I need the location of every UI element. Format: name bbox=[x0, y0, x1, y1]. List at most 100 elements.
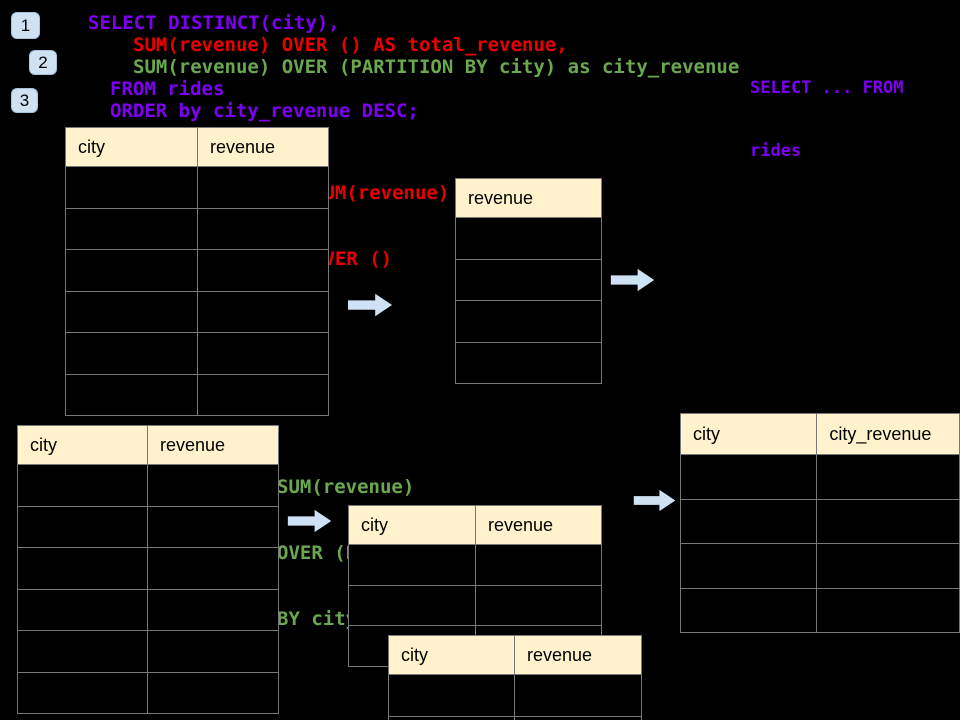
table-cell bbox=[514, 715, 642, 720]
column-header-city: city bbox=[17, 425, 148, 465]
table-row bbox=[17, 671, 279, 714]
table-cell bbox=[17, 505, 148, 548]
table-row bbox=[679, 543, 960, 589]
step-badge-3: 3 bbox=[11, 88, 38, 113]
table-cell bbox=[17, 630, 148, 673]
table-row bbox=[679, 454, 960, 500]
table-cell bbox=[65, 166, 198, 209]
table-header-row: city city_revenue bbox=[679, 413, 960, 455]
column-header-city: city bbox=[65, 127, 198, 167]
sql-line-from: FROM rides bbox=[110, 78, 225, 100]
table-cell bbox=[197, 373, 329, 416]
table-row bbox=[65, 332, 329, 375]
table-row bbox=[17, 588, 279, 631]
table-cell bbox=[455, 341, 602, 384]
table-header-row: city revenue bbox=[388, 635, 642, 675]
table-cell bbox=[348, 544, 476, 586]
arrow-right-icon bbox=[348, 293, 393, 317]
table-cell bbox=[388, 715, 515, 720]
table-cell bbox=[679, 587, 818, 633]
table-row bbox=[679, 587, 960, 633]
table-cell bbox=[679, 498, 818, 544]
table-cell bbox=[679, 543, 818, 589]
table-row bbox=[455, 217, 602, 260]
arrow-right-icon bbox=[287, 509, 332, 533]
table-header-row: city revenue bbox=[65, 127, 329, 167]
table-cell bbox=[65, 207, 198, 250]
table-header-row: revenue bbox=[455, 178, 602, 218]
table-cell bbox=[197, 207, 329, 250]
table-cell bbox=[816, 587, 960, 633]
column-header-revenue: revenue bbox=[147, 425, 279, 465]
table-row bbox=[17, 464, 279, 507]
column-header-city: city bbox=[348, 505, 476, 545]
table-cell bbox=[147, 630, 279, 673]
column-header-revenue: revenue bbox=[197, 127, 329, 167]
table-cell bbox=[475, 544, 602, 586]
table-row bbox=[348, 544, 602, 586]
table-row bbox=[65, 249, 329, 292]
source-table-top: city revenue bbox=[65, 127, 329, 416]
table-cell bbox=[147, 505, 279, 548]
arrow-right-icon bbox=[633, 489, 676, 512]
table-cell bbox=[197, 249, 329, 292]
column-header-city-revenue: city_revenue bbox=[816, 413, 960, 455]
annotation-partition-line1: SUM(revenue) bbox=[277, 476, 415, 498]
table-row bbox=[65, 207, 329, 250]
column-header-city: city bbox=[388, 635, 515, 675]
table-row bbox=[65, 373, 329, 416]
table-row bbox=[388, 674, 642, 717]
side-note-line1: SELECT ... FROM bbox=[750, 78, 904, 98]
table-row bbox=[388, 715, 642, 720]
table-row bbox=[65, 290, 329, 333]
table-header-row: city revenue bbox=[348, 505, 602, 545]
source-table-bottom: city revenue bbox=[17, 425, 279, 714]
annotation-total-revenue: SUM(revenue) OVER () bbox=[312, 138, 449, 314]
table-cell bbox=[197, 290, 329, 333]
table-cell bbox=[348, 584, 476, 626]
step-badge-2: 2 bbox=[29, 50, 57, 75]
sql-line-partition: SUM(revenue) OVER (PARTITION BY city) as… bbox=[133, 56, 740, 78]
column-header-revenue: revenue bbox=[475, 505, 602, 545]
table-cell bbox=[197, 332, 329, 375]
table-row bbox=[455, 300, 602, 343]
side-note-select-from-rides: SELECT ... FROM rides bbox=[750, 36, 904, 204]
sql-line-total-revenue: SUM(revenue) OVER () AS total_revenue, bbox=[133, 34, 568, 56]
table-cell bbox=[17, 671, 148, 714]
table-cell bbox=[65, 373, 198, 416]
partition-table-front: city revenue bbox=[388, 635, 642, 720]
table-cell bbox=[147, 671, 279, 714]
table-cell bbox=[455, 300, 602, 343]
table-cell bbox=[679, 454, 818, 500]
column-header-revenue: revenue bbox=[514, 635, 642, 675]
table-cell bbox=[65, 290, 198, 333]
column-header-revenue: revenue bbox=[455, 178, 602, 218]
table-cell bbox=[65, 249, 198, 292]
table-cell bbox=[514, 674, 642, 717]
table-cell bbox=[475, 584, 602, 626]
table-cell bbox=[455, 217, 602, 260]
table-row bbox=[65, 166, 329, 209]
table-row bbox=[17, 547, 279, 590]
table-cell bbox=[816, 543, 960, 589]
sql-line-order-by: ORDER by city_revenue DESC; bbox=[110, 100, 419, 122]
table-cell bbox=[816, 454, 960, 500]
arrow-right-icon bbox=[610, 268, 655, 292]
step-badge-1: 1 bbox=[11, 12, 40, 39]
sql-line-select: SELECT DISTINCT(city), bbox=[88, 12, 340, 34]
table-cell bbox=[147, 547, 279, 590]
partition-table-back: city revenue bbox=[348, 505, 602, 667]
table-cell bbox=[816, 498, 960, 544]
table-cell bbox=[388, 674, 515, 717]
table-header-row: city revenue bbox=[17, 425, 279, 465]
city-revenue-result-table: city city_revenue bbox=[679, 413, 960, 633]
annotation-total-line2: OVER () bbox=[312, 248, 393, 270]
table-row bbox=[679, 498, 960, 544]
table-cell bbox=[197, 166, 329, 209]
table-cell bbox=[147, 588, 279, 631]
table-cell bbox=[17, 464, 148, 507]
table-row bbox=[17, 505, 279, 548]
table-row bbox=[17, 630, 279, 673]
table-cell bbox=[17, 547, 148, 590]
annotation-total-line1: SUM(revenue) bbox=[312, 182, 450, 204]
